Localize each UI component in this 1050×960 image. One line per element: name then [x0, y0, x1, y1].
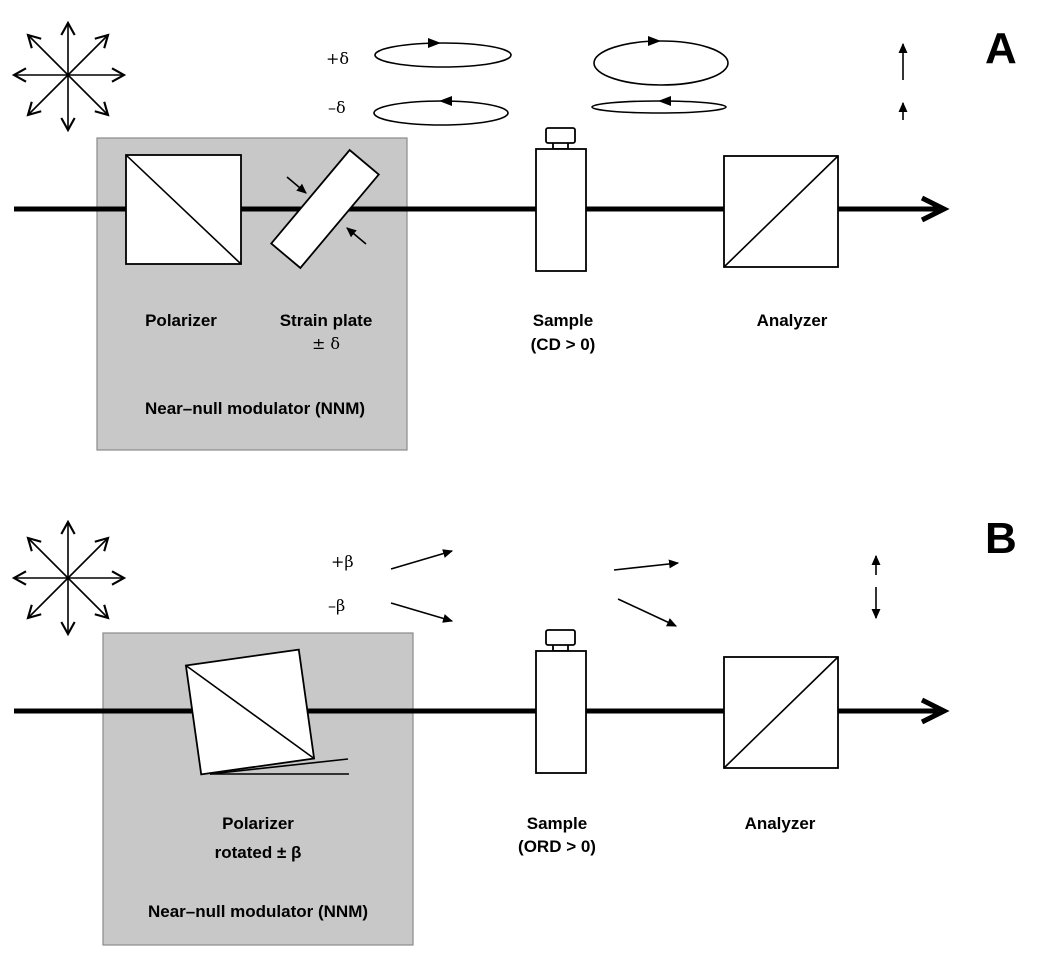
beam-arrowhead-icon — [920, 697, 950, 725]
ellipse-minus-after-sample — [591, 96, 727, 114]
strain-plate-label: Strain plate — [280, 311, 373, 330]
plus-delta-label: +δ — [326, 49, 349, 68]
panel-b: B +β –β — [11, 514, 1017, 946]
nnm-label: Near–null modulator (NNM) — [145, 399, 365, 418]
nnm-label: Near–null modulator (NNM) — [148, 902, 368, 921]
plus-beta-label: +β — [331, 552, 354, 571]
polarizer-sublabel: rotated ± β — [215, 843, 302, 862]
minus-beta-arrow-icon — [390, 602, 454, 623]
strain-plate-sublabel: ± δ — [312, 334, 340, 353]
sample-label: Sample — [527, 814, 587, 833]
polarizer-label: Polarizer — [222, 814, 294, 833]
polarizer-label: Polarizer — [145, 311, 217, 330]
plus-beta-arrow-icon — [390, 549, 454, 570]
ellipse-plus-after-modulator — [374, 38, 512, 68]
rotated-polarizer-element — [184, 648, 349, 776]
sample-cuvette — [535, 127, 587, 272]
panel-a: A +δ –δ — [11, 20, 1017, 451]
minus-beta-after-sample-arrow-icon — [617, 598, 678, 627]
strain-plate-element — [269, 148, 381, 270]
polarizer-element — [125, 154, 242, 265]
sample-cuvette — [535, 629, 587, 774]
plus-beta-after-sample-arrow-icon — [613, 559, 680, 571]
ellipse-plus-after-sample — [593, 36, 729, 86]
beam-arrowhead-icon — [920, 195, 950, 223]
sample-sublabel: (ORD > 0) — [518, 837, 596, 856]
sample-sublabel: (CD > 0) — [531, 335, 596, 354]
ellipse-minus-after-modulator — [373, 96, 509, 126]
unpolarized-light-icon — [11, 519, 127, 637]
minus-beta-label: –β — [328, 596, 345, 615]
panel-b-letter: B — [985, 514, 1017, 563]
minus-delta-label: –δ — [328, 98, 346, 117]
analyzer-element — [723, 155, 839, 268]
panel-a-letter: A — [985, 24, 1017, 73]
analyzer-element — [723, 656, 839, 769]
analyzer-label: Analyzer — [757, 311, 828, 330]
unpolarized-light-icon — [11, 20, 127, 133]
sample-label: Sample — [533, 311, 593, 330]
analyzer-label: Analyzer — [745, 814, 816, 833]
